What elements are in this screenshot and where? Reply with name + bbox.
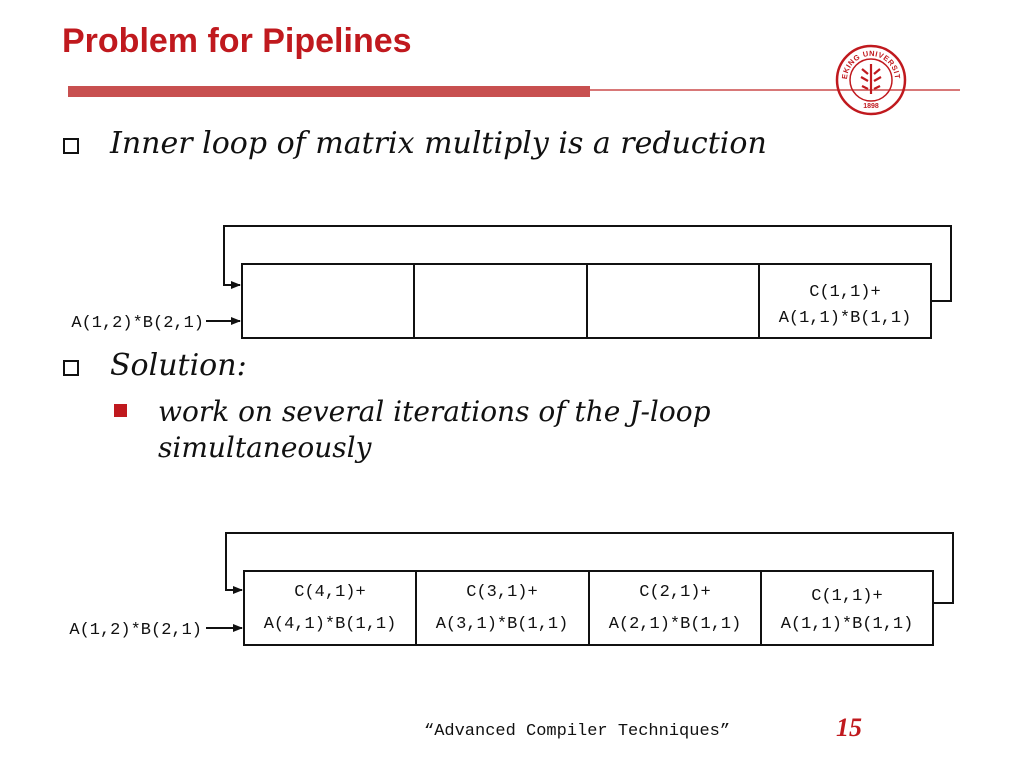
logo-emblem-icon <box>860 64 882 94</box>
bullet-1-text: Inner loop of matrix multiply is a reduc… <box>110 126 767 161</box>
feedback-arrow <box>223 225 952 302</box>
bullet-box-icon <box>63 138 79 154</box>
input-label: A(1,2)*B(2,1) <box>69 621 202 640</box>
bullet-2-text: Solution: <box>110 348 247 383</box>
cell-line2: A(3,1)*B(1,1) <box>436 615 569 634</box>
sub-bullet-text: work on several iterations of the J-loop… <box>158 395 711 464</box>
pipeline-diagram-1: A(1,2)*B(2,1) C(1,1)+ A(1,1)*B(1,1) <box>71 225 952 339</box>
title-underline-thin <box>590 89 960 91</box>
bullet-box-icon <box>63 360 79 376</box>
logo-year: 1898 <box>863 103 879 110</box>
footer-text: “Advanced Compiler Techniques” <box>424 722 731 741</box>
cell-line2: A(1,1)*B(1,1) <box>781 615 914 634</box>
cell-line1: C(1,1)+ <box>811 587 882 606</box>
feedback-arrow <box>225 532 954 604</box>
sub-bullet-square-icon <box>114 404 127 417</box>
pipeline-diagram-2: A(1,2)*B(2,1) C(4,1)+ A(4,1)*B(1,1) C(3,… <box>69 532 954 646</box>
cell-line1: C(4,1)+ <box>294 583 365 602</box>
input-label: A(1,2)*B(2,1) <box>71 314 204 333</box>
cell-line1: C(2,1)+ <box>639 583 710 602</box>
cell-line1: C(3,1)+ <box>466 583 537 602</box>
cell-line2: A(2,1)*B(1,1) <box>609 615 742 634</box>
title-underline-thick <box>68 86 590 97</box>
slide-title: Problem for Pipelines <box>62 22 412 60</box>
cell-line2: A(1,1)*B(1,1) <box>779 309 912 328</box>
page-number: 15 <box>836 713 862 742</box>
cell-line2: A(4,1)*B(1,1) <box>264 615 397 634</box>
cell-line1: C(1,1)+ <box>809 283 880 302</box>
university-logo: PEKING UNIVERSITY 1898 <box>835 44 907 116</box>
